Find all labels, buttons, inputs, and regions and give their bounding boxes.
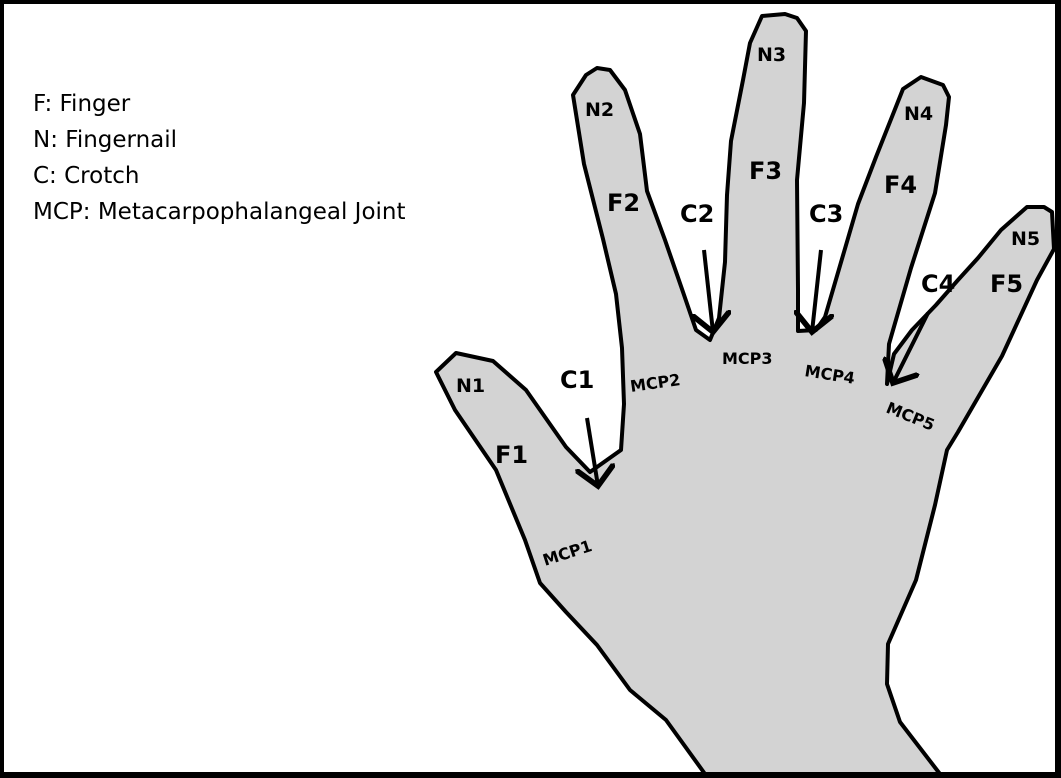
label-f3: F3 [749,157,782,185]
label-c1: C1 [560,366,594,394]
label-c2: C2 [680,200,714,228]
label-n3: N3 [757,44,786,66]
label-f2: F2 [607,189,640,217]
label-c4: C4 [921,270,955,298]
label-n4: N4 [904,103,933,125]
label-f5: F5 [990,270,1023,298]
label-f4: F4 [884,171,917,199]
label-n2: N2 [585,99,614,121]
crotch-arrow-c2 [704,250,713,332]
crotch-arrow-c3 [812,250,821,332]
hand-outline [436,14,1054,774]
label-f1: F1 [495,441,528,469]
label-mcp3: MCP3 [722,349,773,368]
label-c3: C3 [809,200,843,228]
label-n5: N5 [1011,228,1040,250]
label-n1: N1 [456,375,485,397]
